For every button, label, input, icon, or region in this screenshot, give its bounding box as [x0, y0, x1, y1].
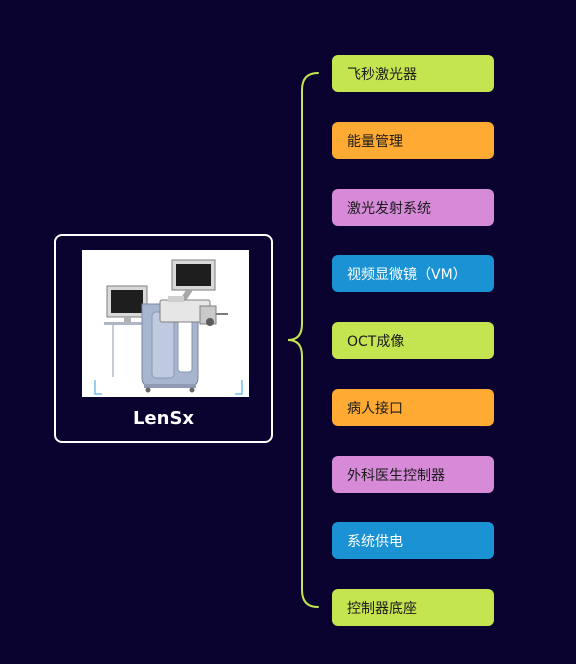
branch-label: 能量管理 [347, 133, 403, 150]
branch-node-1[interactable]: 飞秒激光器 [332, 55, 494, 92]
branch-node-8[interactable]: 系统供电 [332, 522, 494, 559]
branch-label: 病人接口 [347, 400, 403, 417]
root-node[interactable]: LenSx [54, 234, 273, 443]
branch-node-9[interactable]: 控制器底座 [332, 589, 494, 626]
lensx-device-image [82, 250, 249, 397]
branch-node-4[interactable]: 视频显微镜（VM） [332, 255, 494, 292]
branch-node-7[interactable]: 外科医生控制器 [332, 456, 494, 493]
root-label: LenSx [132, 408, 195, 429]
branch-label: 控制器底座 [347, 600, 417, 617]
branch-label: 飞秒激光器 [347, 66, 417, 83]
branch-node-2[interactable]: 能量管理 [332, 122, 494, 159]
laser-device-illustration [82, 250, 249, 397]
branch-label: OCT成像 [347, 333, 405, 350]
branch-label: 外科医生控制器 [347, 467, 445, 484]
branch-label: 激光发射系统 [347, 200, 431, 217]
branch-label: 视频显微镜（VM） [347, 266, 467, 283]
branch-label: 系统供电 [347, 533, 403, 550]
branch-node-5[interactable]: OCT成像 [332, 322, 494, 359]
branch-node-3[interactable]: 激光发射系统 [332, 189, 494, 226]
branch-node-6[interactable]: 病人接口 [332, 389, 494, 426]
